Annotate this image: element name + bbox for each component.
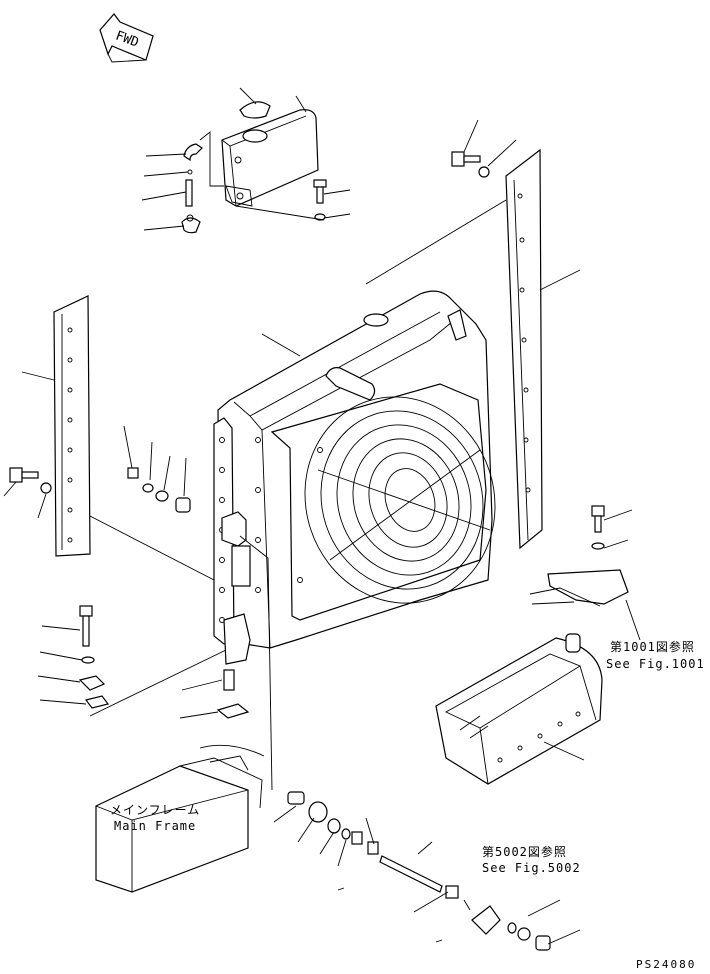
lower-bolt-assembly [37,605,227,717]
callout-leader-lines [141,87,351,357]
radiator-filler-cap [363,313,389,327]
main-frame-label-en: Main Frame [114,819,196,833]
tank-cap [239,101,271,119]
nut-washer-stack [123,425,191,513]
ref-5002-jp: 第5002図参照 [482,844,567,859]
reference-fig-1001: 第1001図参照 See Fig.1001 [606,639,705,671]
ref-1001-jp: 第1001図参照 [610,639,695,654]
frame-bracket-right [529,505,641,641]
threaded-rod [379,855,443,893]
lower-elbow-fitting [181,217,201,234]
oil-cooler [435,633,603,785]
drawing-code: PS24080 [636,958,696,971]
radiator-outlet-pipe [325,367,376,401]
cooler-inlet [565,633,581,653]
side-plate-bolts [219,437,323,623]
elbow-fitting-icon [183,143,203,162]
hose-segment [185,179,193,207]
radiator-assembly [213,290,496,791]
right-bolt-washer [451,119,517,178]
reserve-tank [221,101,319,207]
side-seal-plate-left [21,295,215,581]
tank-filler-neck [242,129,268,143]
side-seal-plate-right [365,148,581,550]
ref-5002-en: See Fig.5002 [482,861,581,875]
ref-1001-en: See Fig.1001 [606,657,705,671]
forward-direction-arrow: FWD [99,13,154,63]
tank-mount-bolt [235,179,327,221]
rubber-mount-icon [175,497,191,513]
main-frame: メインフレーム Main Frame [95,744,265,893]
reference-fig-5002: 第5002図参照 See Fig.5002 [482,844,581,875]
tie-rod-assembly [273,791,581,951]
mount-bracket-lower [223,613,251,665]
left-bolt-washer [3,467,52,519]
fan-guard-icon [304,396,496,604]
mount-bracket-upper [221,511,247,547]
main-frame-label-jp: メインフレーム [110,803,200,817]
mount-spacer-pad [179,669,250,719]
rod-bracket [471,905,501,935]
tank-hose-parts [181,131,224,234]
